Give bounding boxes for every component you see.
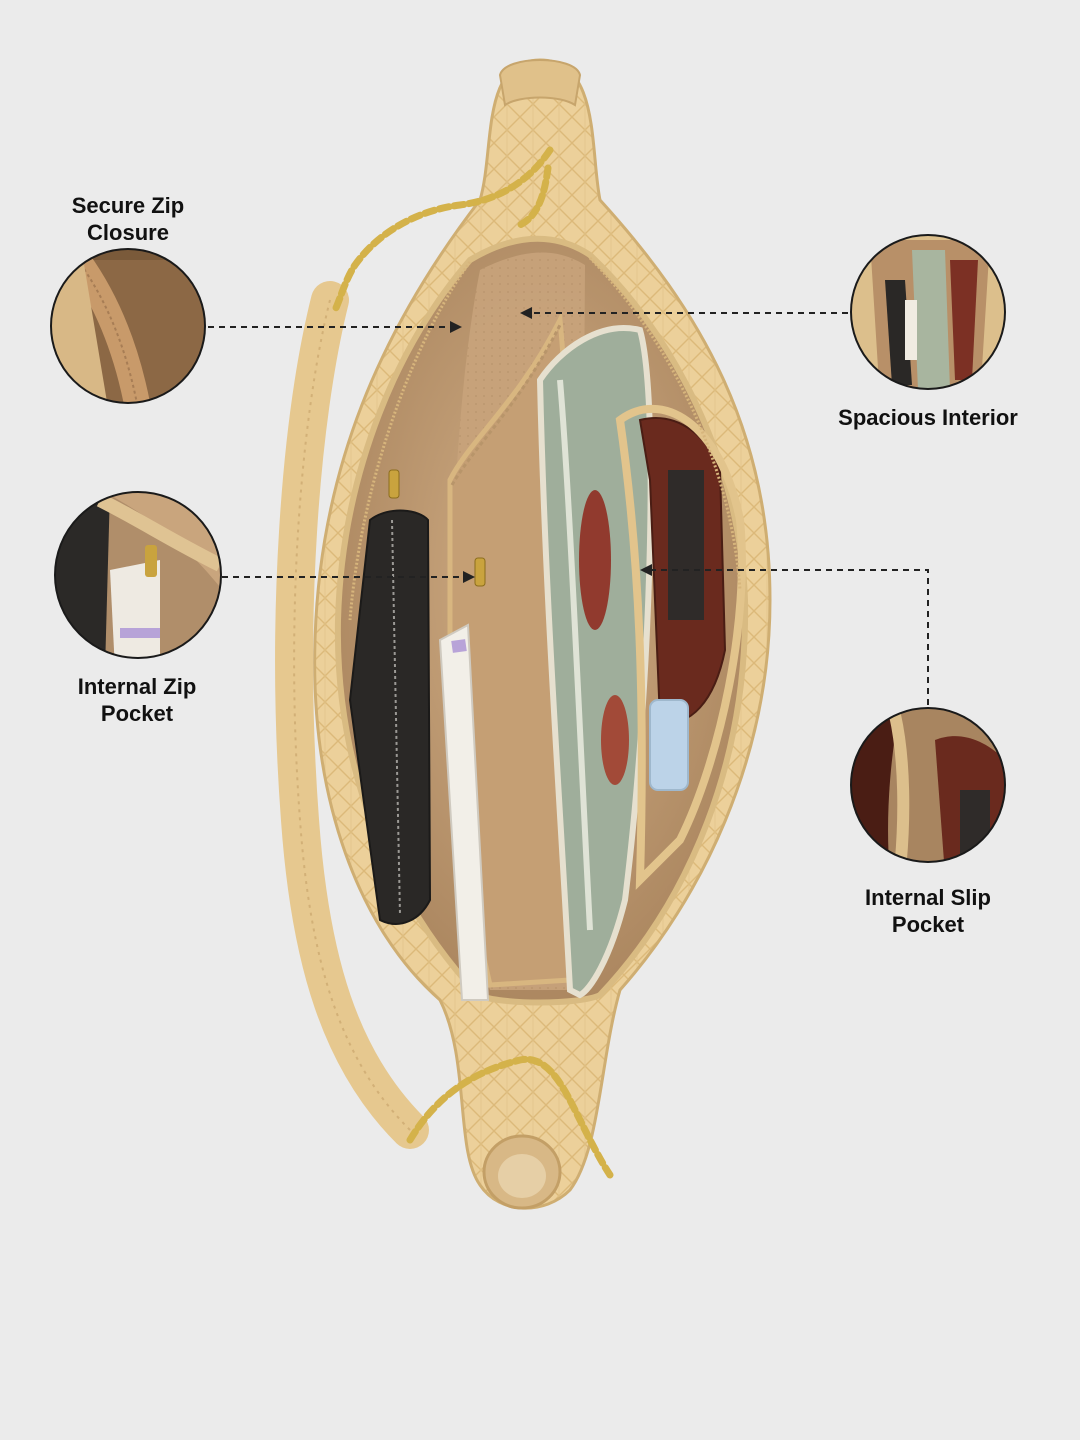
- interior-detail-icon: [850, 234, 1006, 390]
- red-item: [579, 490, 611, 630]
- label-internal-slip-pocket: Internal Slip Pocket: [838, 884, 1018, 938]
- leader-slip-pocket: [650, 569, 929, 705]
- notebook: [438, 623, 490, 1001]
- gold-chain-top: [331, 146, 554, 314]
- label-spacious-interior: Spacious Interior: [818, 404, 1038, 431]
- wallet: [348, 509, 432, 925]
- label-secure-zip-line1: Secure Zip: [71, 193, 185, 218]
- label-internal-zip-line1: Internal Zip: [77, 674, 197, 699]
- gold-chain-bottom: [406, 1055, 614, 1179]
- label-internal-slip-line1: Internal Slip: [865, 885, 991, 910]
- label-internal-zip-line2: Pocket: [100, 701, 174, 726]
- label-internal-zip-pocket: Internal Zip Pocket: [52, 673, 222, 727]
- zip-detail-icon: [50, 248, 206, 404]
- label-secure-zip-line2: Closure: [87, 220, 169, 245]
- zip-pocket-detail-icon: [54, 491, 222, 659]
- label-secure-zip-closure: Secure Zip Closure: [48, 192, 208, 246]
- slip-pocket-panel: [615, 404, 746, 890]
- leader-arrowheads: [450, 307, 652, 583]
- label-spacious-interior-line1: Spacious Interior: [838, 405, 1018, 430]
- leader-lines: [208, 312, 929, 705]
- label-internal-slip-line2: Pocket: [891, 912, 965, 937]
- slip-pocket-detail-icon: [850, 707, 1006, 863]
